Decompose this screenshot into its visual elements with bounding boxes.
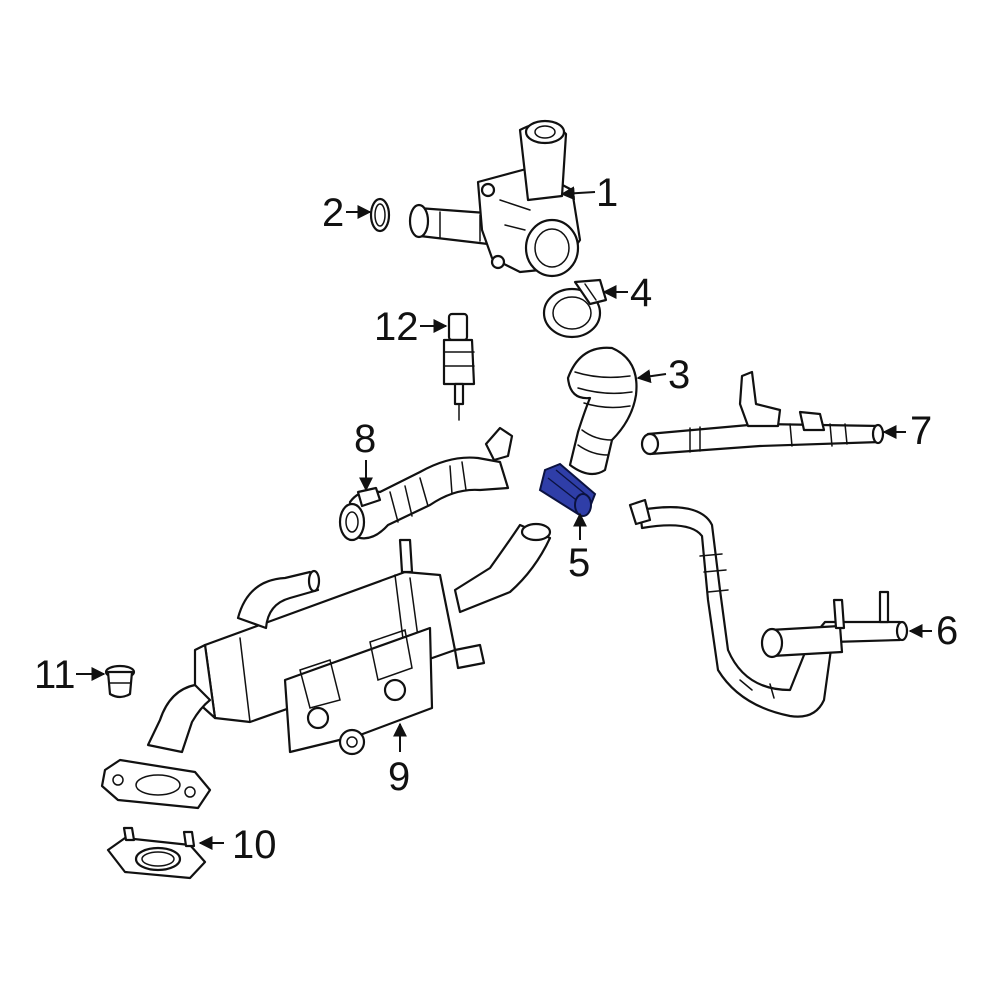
callout-5: 5 [568, 541, 590, 585]
part-1-thermostat-housing[interactable] [408, 119, 582, 278]
part-6-tube[interactable] [628, 498, 909, 718]
part-10-gasket[interactable] [106, 826, 207, 880]
callout-6: 6 [936, 609, 958, 653]
callout-12: 12 [374, 305, 419, 349]
part-5-hose-clamp[interactable] [538, 462, 597, 517]
leader-lines [76, 186, 932, 850]
callout-11: 11 [34, 653, 76, 697]
callout-8: 8 [354, 417, 376, 461]
callout-10: 10 [232, 823, 277, 867]
part-12-sensor[interactable] [442, 312, 476, 421]
part-2-o-ring[interactable] [369, 197, 391, 233]
callout-9: 9 [388, 755, 410, 799]
callout-1: 1 [596, 171, 618, 215]
callout-7: 7 [910, 409, 932, 453]
part-11-plug[interactable] [104, 664, 136, 699]
callout-4: 4 [630, 271, 652, 315]
part-8-hose[interactable] [338, 426, 514, 542]
callout-2: 2 [322, 191, 344, 235]
callout-3: 3 [668, 353, 690, 397]
part-3-coolant-hose[interactable] [566, 346, 638, 476]
part-9-egr-cooler[interactable] [100, 522, 552, 810]
part-7-pipe[interactable] [640, 370, 885, 456]
part-4-hose-clamp[interactable] [542, 278, 608, 339]
